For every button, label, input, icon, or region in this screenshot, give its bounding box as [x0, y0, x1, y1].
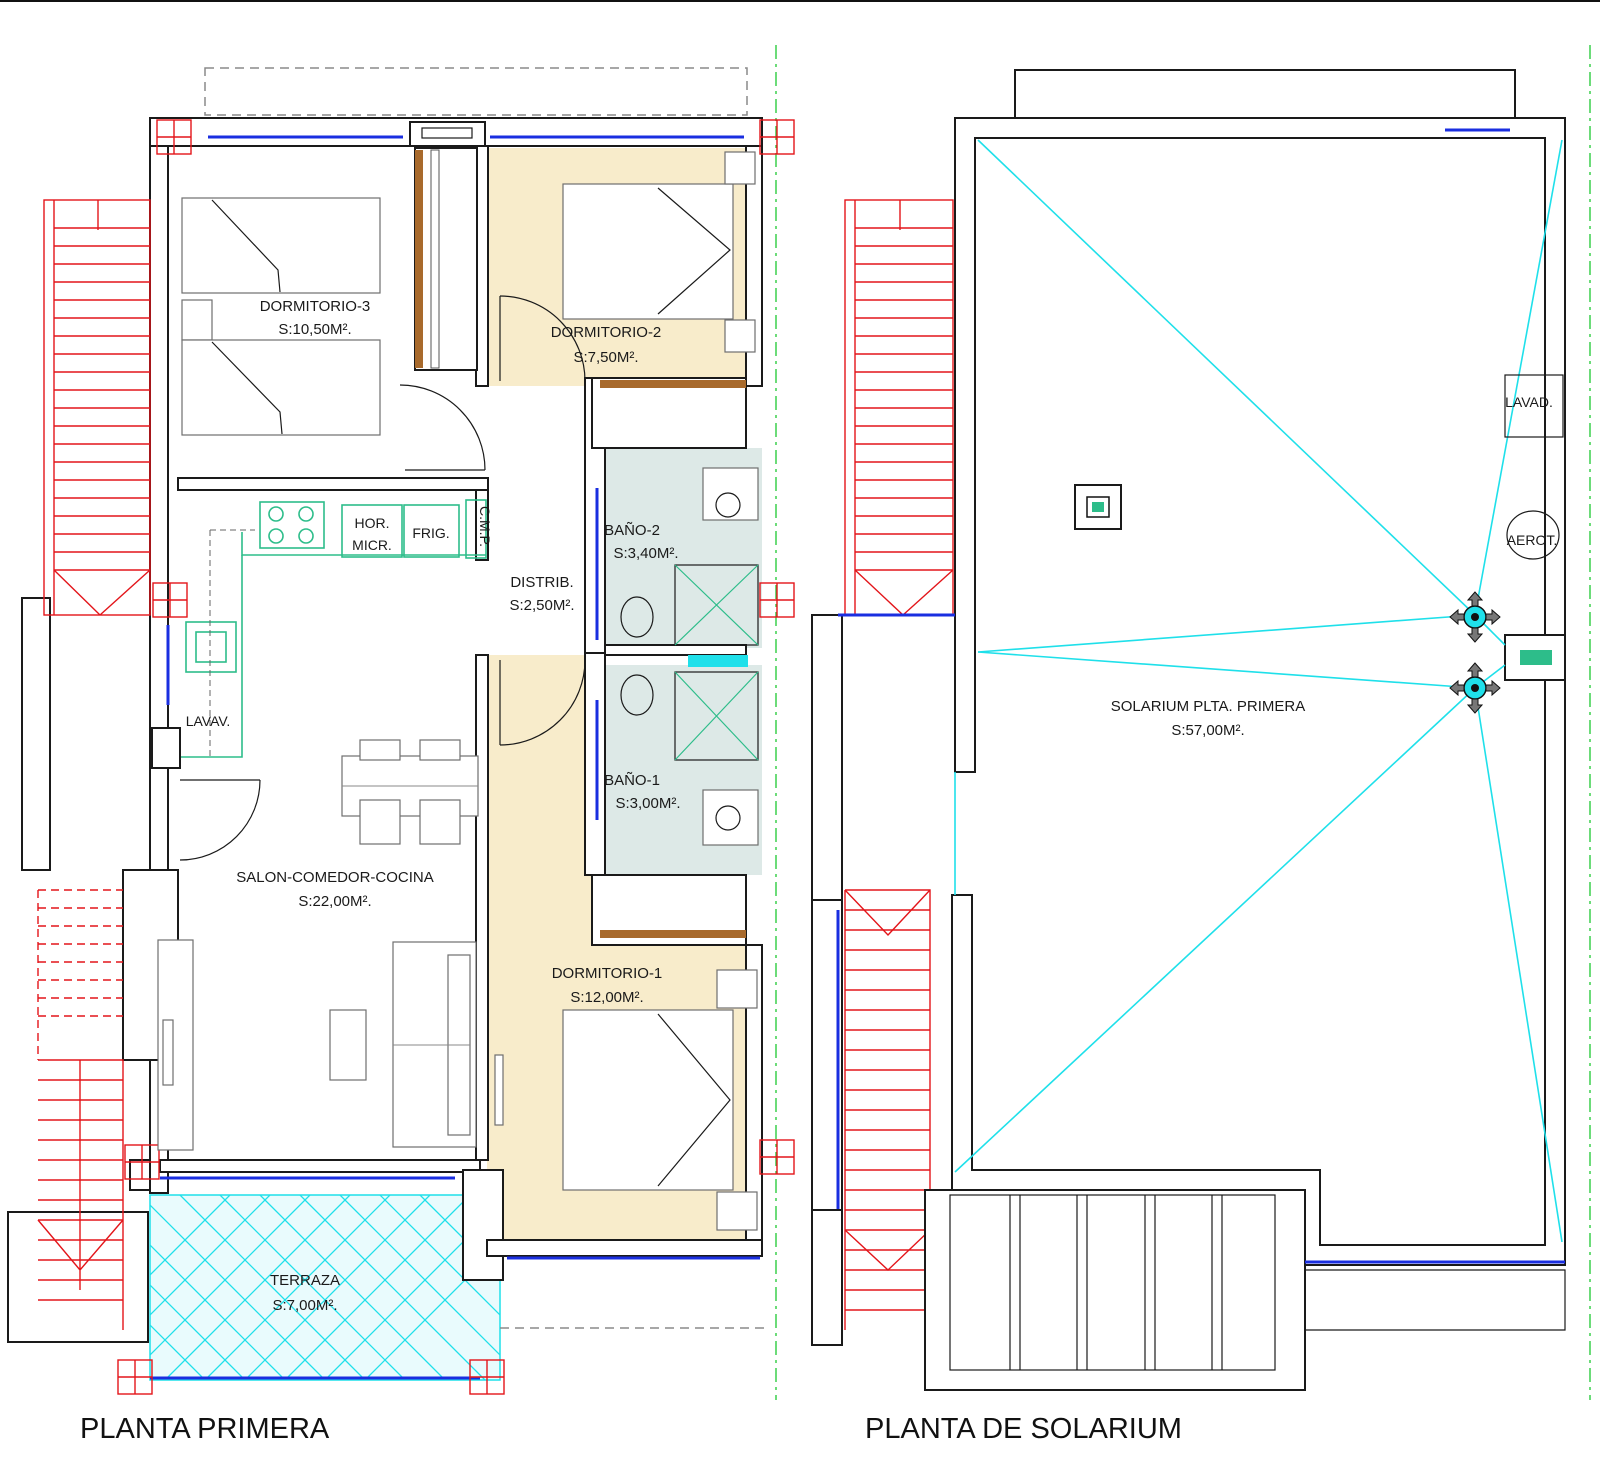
area-bano-2: S:3,40M².	[613, 545, 678, 562]
bath-divider-wall	[604, 644, 747, 656]
wardrobe-rail-1	[430, 149, 440, 369]
bath-west-wall-bottom	[584, 652, 606, 876]
room-labels: DORMITORIO-3 S:10,50M². DORMITORIO-2 S:7…	[236, 298, 1305, 1314]
sw-block	[7, 1211, 149, 1343]
south-ledge	[1305, 1269, 1566, 1331]
title-planta-primera: PLANTA PRIMERA	[80, 1413, 330, 1445]
label-bano-1: BAÑO-1	[604, 772, 660, 789]
kitchen-cabinet-wall	[475, 489, 489, 561]
cmp-box	[465, 499, 487, 559]
bed-nightstand	[181, 299, 213, 341]
dorm3-beds	[181, 197, 381, 436]
dorm1-radiator	[494, 1054, 504, 1126]
planta-primera	[7, 45, 795, 1400]
doors	[179, 295, 586, 861]
area-bano-1: S:3,00M².	[615, 795, 680, 812]
area-terraza: S:7,00M².	[272, 1297, 337, 1314]
area-dormitorio-3: S:10,50M².	[278, 321, 351, 338]
fridge-box	[403, 504, 460, 558]
label-salon: SALON-COMEDOR-COCINA	[236, 869, 434, 886]
label-dormitorio-3: DORMITORIO-3	[260, 298, 371, 315]
area-dormitorio-1: S:12,00M².	[570, 989, 643, 1006]
roof-drain-upper	[1449, 591, 1501, 643]
coffee-table	[329, 1009, 367, 1081]
terraza-hatch	[149, 1194, 501, 1381]
label-dormitorio-1: DORMITORIO-1	[552, 965, 663, 982]
drain-box	[1504, 634, 1566, 681]
dorm3-south-wall	[177, 477, 489, 491]
label-microondas: MICR.	[352, 537, 392, 553]
dorm2-wardrobe-block	[591, 377, 747, 449]
label-aerotermia: AEROT.	[1507, 532, 1558, 548]
area-solarium: S:57,00M².	[1171, 722, 1244, 739]
solarium-north-parapet	[954, 117, 1566, 773]
label-dormitorio-2: DORMITORIO-2	[551, 324, 662, 341]
dorm3-wardrobe	[414, 147, 478, 371]
upper-balcony-outline	[204, 67, 748, 116]
label-terraza: TERRAZA	[270, 1272, 340, 1289]
solarium-top-parapet	[1014, 69, 1516, 119]
terrace-east-wall	[462, 1169, 504, 1281]
roof-drain-lower	[1449, 662, 1501, 714]
kitchen	[151, 499, 487, 769]
label-bano-2: BAÑO-2	[604, 522, 660, 539]
title-planta-solarium: PLANTA DE SOLARIUM	[865, 1413, 1182, 1445]
aerot-unit	[1506, 510, 1560, 560]
label-lavadora: LAVAD.	[1505, 394, 1553, 410]
stairwell-inner	[949, 1194, 1276, 1371]
planta-solarium	[811, 45, 1591, 1400]
sw-column	[129, 1159, 151, 1191]
lavav-box	[151, 727, 181, 769]
cooktop	[259, 501, 325, 549]
lavad-box	[1504, 374, 1564, 438]
oven-box	[341, 504, 403, 558]
west-balcony-frame	[21, 597, 51, 871]
north-pillar	[409, 121, 486, 147]
stairwell-box	[924, 1189, 1306, 1391]
dorm1-wardrobe-rail	[600, 930, 746, 938]
west-staircase-lower	[37, 889, 123, 1060]
bano1-fixtures	[620, 671, 759, 846]
solarium-south-parapet	[951, 679, 1566, 1266]
roof-slope-lines	[954, 139, 1563, 1243]
fixture-labels: HOR. MICR. FRIG. C.M.P. LAVAV. LAVAD. AE…	[186, 394, 1558, 729]
area-dormitorio-2: S:7,50M².	[573, 349, 638, 366]
plan-titles: PLANTA PRIMERA PLANTA DE SOLARIUM	[80, 1413, 1182, 1445]
structural-columns	[117, 119, 795, 1395]
north-pillar-vent	[421, 127, 473, 139]
label-cmp: C.M.P.	[477, 506, 493, 547]
area-salon: S:22,00M².	[298, 893, 371, 910]
label-frigorifico: FRIG.	[412, 525, 449, 541]
wardrobe-shelf-1	[415, 150, 423, 368]
label-distrib: DISTRIB.	[510, 574, 573, 591]
kitchen-sink	[185, 621, 237, 673]
solarium-west-wall-top	[811, 614, 843, 901]
label-horno: HOR.	[355, 515, 390, 531]
bano2-fixtures	[620, 467, 759, 667]
solarium-staircase	[844, 199, 954, 1330]
west-staircase-bottom	[37, 1059, 124, 1330]
west-staircase	[43, 199, 151, 616]
dining-table	[341, 739, 479, 845]
label-lavavajillas: LAVAV.	[186, 713, 231, 729]
drain-grille	[1520, 650, 1552, 665]
sofa	[157, 939, 504, 1151]
double-bed-dorm2	[562, 183, 734, 320]
dorm2-bed	[562, 151, 756, 353]
label-solarium: SOLARIUM PLTA. PRIMERA	[1111, 698, 1305, 715]
area-distrib: S:2,50M².	[509, 597, 574, 614]
solarium-sw-block	[811, 1209, 843, 1346]
bed-1	[181, 197, 381, 294]
dorm1-bed	[562, 969, 758, 1231]
dorm2-wardrobe-rail	[600, 380, 746, 388]
salon-south-wall	[159, 1159, 481, 1173]
double-bed-dorm1	[562, 1009, 734, 1191]
corridor-west-wall	[475, 654, 489, 1161]
dorm1-south-wall	[486, 1239, 763, 1257]
